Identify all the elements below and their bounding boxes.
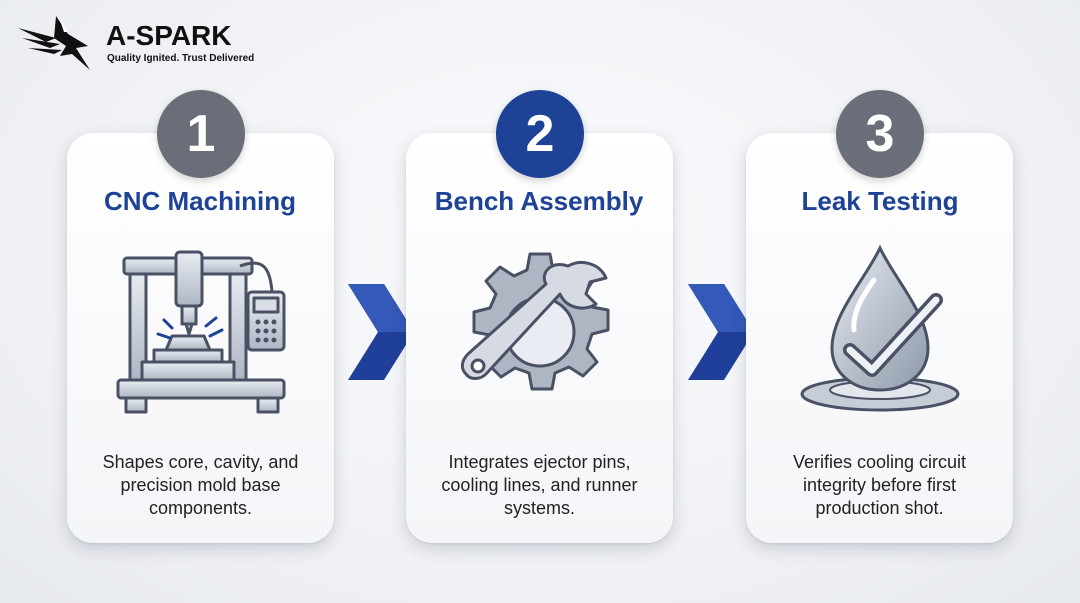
cnc-machine-icon [116,250,286,414]
water-drop-check-icon [800,244,960,412]
step-title-1: CNC Machining [103,186,297,216]
step-number-badge-3: 3 [836,90,924,178]
step-description-1: Shapes core, cavity, and precision mold … [102,452,299,518]
step-description-3: Verifies cooling circuit integrity befor… [792,452,967,518]
step-number-badge-2: 2 [496,90,584,178]
step-number-badge-1: 1 [157,90,245,178]
step-description-2: Integrates ejector pins, cooling lines, … [441,452,638,518]
step-title-2: Bench Assembly [434,186,644,216]
step-title-3: Leak Testing [801,186,959,216]
chevron-right-icon [348,284,414,380]
brand-name: A-SPARK [106,20,232,51]
brand-tagline: Quality Ignited. Trust Delivered [107,53,255,64]
eagle-icon [18,16,90,70]
chevron-right-icon [688,284,754,380]
brand-logo: A-SPARK Quality Ignited. Trust Delivered [16,12,256,74]
gear-wrench-icon [460,252,610,391]
